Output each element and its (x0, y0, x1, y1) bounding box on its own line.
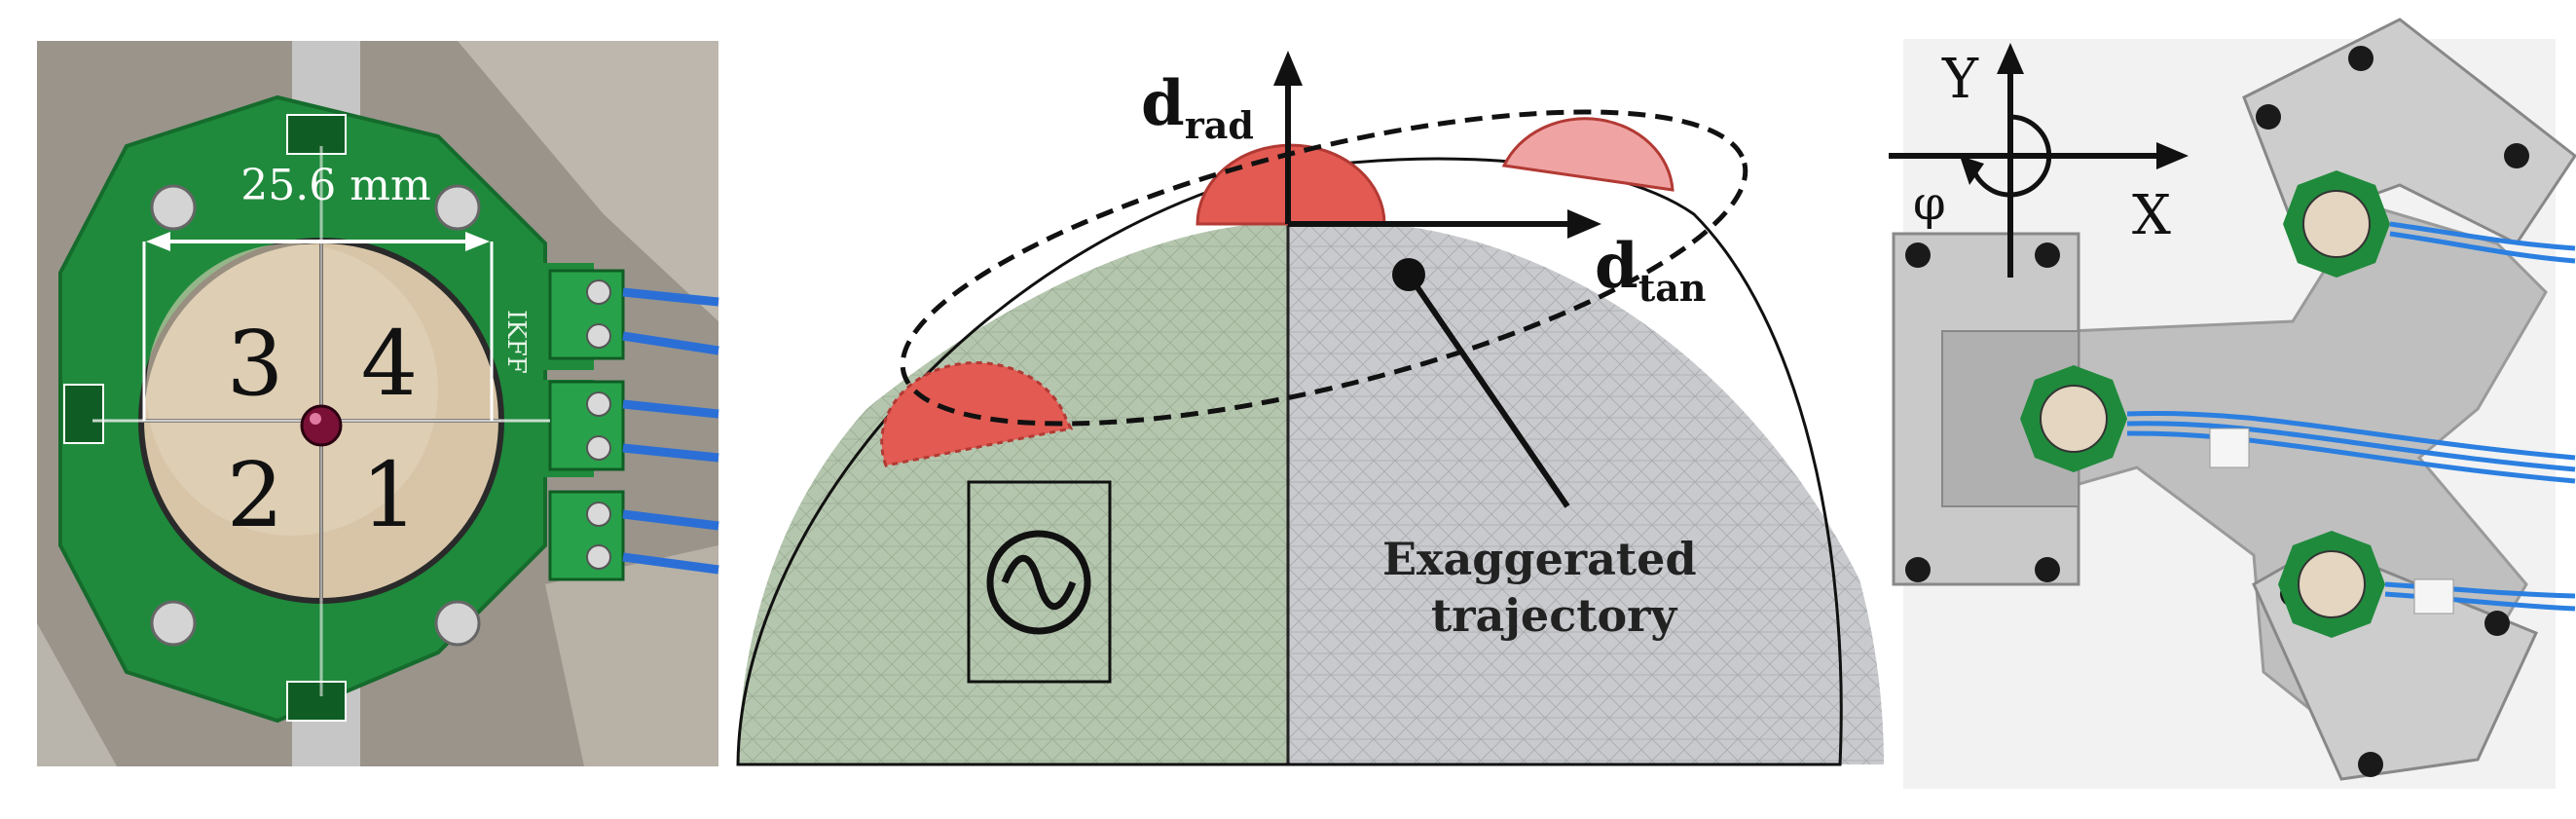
terminal-block (548, 269, 625, 581)
angle-label: φ (1913, 176, 1946, 231)
radial-label: drad (1141, 67, 1254, 147)
annotation-line2: trajectory (1431, 589, 1677, 642)
sensor-photo-panel: 25.6 mm IKFF 3 4 2 1 (0, 0, 740, 819)
metal-bracket (458, 41, 718, 321)
sine-wave-icon (967, 480, 1112, 684)
deformed-outline (736, 157, 1843, 766)
trajectory-ellipse (900, 109, 1748, 427)
axis-x-label: X (2132, 184, 2171, 247)
setup-photo-panel: Y X φ (1874, 0, 2576, 819)
tangential-label: dtan (1595, 230, 1707, 310)
blue-wires (622, 287, 719, 575)
contact-cap-right (1501, 117, 1674, 192)
sensor-module-1 (2283, 170, 2390, 278)
quadrant-2-label: 2 (227, 443, 284, 547)
sensor-photo: 25.6 mm IKFF 3 4 2 1 (37, 41, 719, 766)
annotation-line1: Exaggerated (1382, 533, 1697, 585)
contact-cap-left (880, 361, 1074, 467)
cables (2126, 221, 2576, 612)
hemisphere-diagram-panel: drad dtan Exaggerated trajectory (720, 0, 1889, 819)
setup-photo: Y X φ (1889, 18, 2576, 789)
hemisphere-diagram: drad dtan Exaggerated trajectory (736, 51, 1884, 766)
annotation-leader (1406, 273, 1570, 508)
sensor-module-2 (2020, 365, 2127, 472)
dimension-label: 25.6 mm (240, 161, 430, 210)
board-marking: IKFF (501, 310, 531, 374)
quadrant-3-label: 3 (227, 312, 284, 416)
sensor-module-3 (2278, 531, 2385, 638)
quadrant-1-label: 1 (361, 443, 419, 547)
quadrant-4-label: 4 (361, 312, 419, 416)
center-led (300, 404, 343, 447)
dimension-indicator (142, 232, 494, 421)
coordinate-axes (1889, 43, 2189, 278)
axis-y-label: Y (1941, 48, 1979, 111)
mounting-screws (150, 184, 481, 647)
